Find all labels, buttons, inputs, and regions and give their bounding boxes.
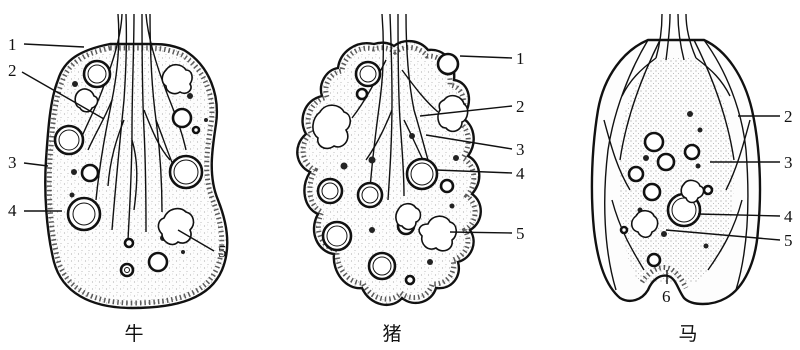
pig-label-4: 4 bbox=[516, 164, 525, 183]
cow-caption: 牛 bbox=[124, 323, 143, 345]
horse-label-3: 3 bbox=[784, 153, 793, 172]
pig-label-2: 2 bbox=[516, 97, 525, 116]
horse-ovary-body bbox=[592, 40, 760, 304]
pig-label-3: 3 bbox=[516, 140, 525, 159]
cow-label-4: 4 bbox=[8, 201, 17, 220]
horse-label-4: 4 bbox=[784, 207, 793, 226]
horse-ovary-panel: 2 3 4 5 6 马 bbox=[592, 14, 793, 345]
horse-label-5: 5 bbox=[784, 231, 793, 250]
cow-label-3: 3 bbox=[8, 153, 17, 172]
pig-label-5: 5 bbox=[516, 224, 525, 243]
cow-ovary-panel: 1 2 3 4 5 牛 bbox=[8, 14, 227, 345]
pig-caption: 猪 bbox=[382, 323, 401, 345]
cow-label-1: 1 bbox=[8, 35, 17, 54]
horse-label-6: 6 bbox=[662, 287, 671, 306]
horse-caption: 马 bbox=[678, 323, 697, 345]
pig-label-1: 1 bbox=[516, 49, 525, 68]
cow-label-5: 5 bbox=[218, 242, 227, 261]
pig-labels: 1 2 3 4 5 bbox=[516, 49, 525, 243]
cow-label-2: 2 bbox=[8, 61, 17, 80]
horse-label-2: 2 bbox=[784, 107, 793, 126]
pig-ovary-panel: 1 2 3 4 5 猪 bbox=[297, 14, 525, 345]
